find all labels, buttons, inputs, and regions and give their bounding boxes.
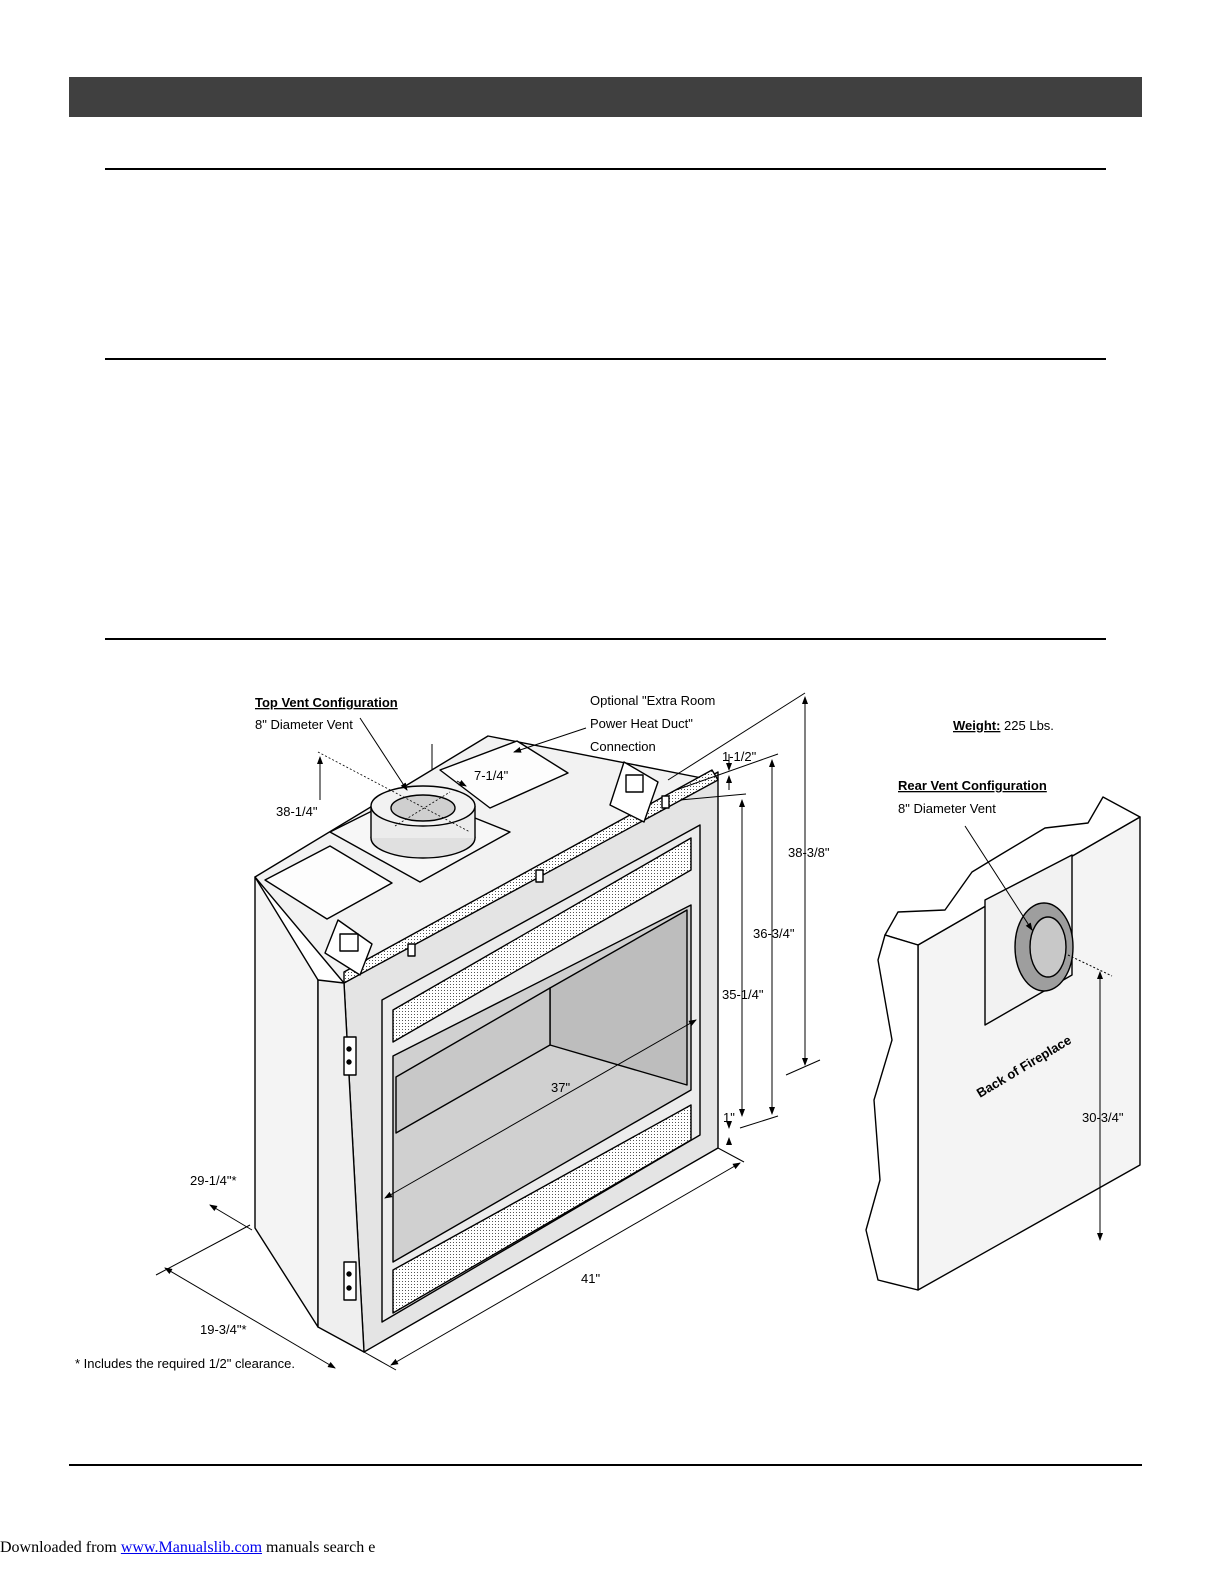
dim-7-1-4: 7-1/4" bbox=[474, 768, 509, 783]
rear-vent-view bbox=[865, 796, 1141, 1291]
optional-duct-line-2: Power Heat Duct" bbox=[590, 716, 693, 731]
download-footer: Downloaded from www.Manualslib.com manua… bbox=[0, 1539, 375, 1557]
fireplace-dimension-lines bbox=[155, 692, 821, 1371]
weight-line: Weight: 225 Lbs. bbox=[953, 718, 1054, 733]
footer-prefix: Downloaded from bbox=[0, 1539, 121, 1556]
dim-37: 37" bbox=[551, 1080, 570, 1095]
dim-36-3-4: 36-3/4" bbox=[753, 926, 795, 941]
header-bar bbox=[69, 77, 1142, 117]
optional-duct-line-3: Connection bbox=[590, 739, 656, 754]
dim-1-1-2: 1-1/2" bbox=[722, 749, 757, 764]
dim-41: 41" bbox=[581, 1271, 600, 1286]
optional-duct-line-1: Optional "Extra Room bbox=[590, 693, 715, 708]
rear-vent-dimension-lines bbox=[964, 825, 1113, 1241]
weight-value: 225 Lbs. bbox=[1000, 718, 1054, 733]
dim-29-1-4: 29-1/4"* bbox=[190, 1173, 237, 1188]
dim-19-3-4: 19-3/4"* bbox=[200, 1322, 247, 1337]
fireplace-unit bbox=[254, 735, 719, 1353]
weight-label: Weight: bbox=[953, 718, 1000, 733]
top-vent-subtitle: 8" Diameter Vent bbox=[255, 717, 353, 732]
rear-vent-subtitle: 8" Diameter Vent bbox=[898, 801, 996, 816]
clearance-footnote: * Includes the required 1/2" clearance. bbox=[75, 1356, 295, 1371]
top-vent-crosshair bbox=[317, 751, 471, 833]
rear-vent-title: Rear Vent Configuration bbox=[898, 778, 1047, 793]
section-rule-1 bbox=[105, 168, 1106, 170]
dim-38-3-8: 38-3/8" bbox=[788, 845, 830, 860]
footer-suffix: manuals search e bbox=[262, 1539, 376, 1556]
manualslib-link[interactable]: www.Manualslib.com bbox=[120, 1539, 263, 1556]
dim-38-1-4: 38-1/4" bbox=[276, 804, 318, 819]
dim-30-3-4: 30-3/4" bbox=[1082, 1110, 1124, 1125]
dim-1: 1" bbox=[723, 1110, 735, 1125]
dim-35-1-4: 35-1/4" bbox=[722, 987, 764, 1002]
section-rule-3 bbox=[105, 638, 1106, 640]
footer-rule bbox=[69, 1464, 1142, 1466]
top-vent-title: Top Vent Configuration bbox=[255, 695, 398, 710]
section-rule-2 bbox=[105, 358, 1106, 360]
